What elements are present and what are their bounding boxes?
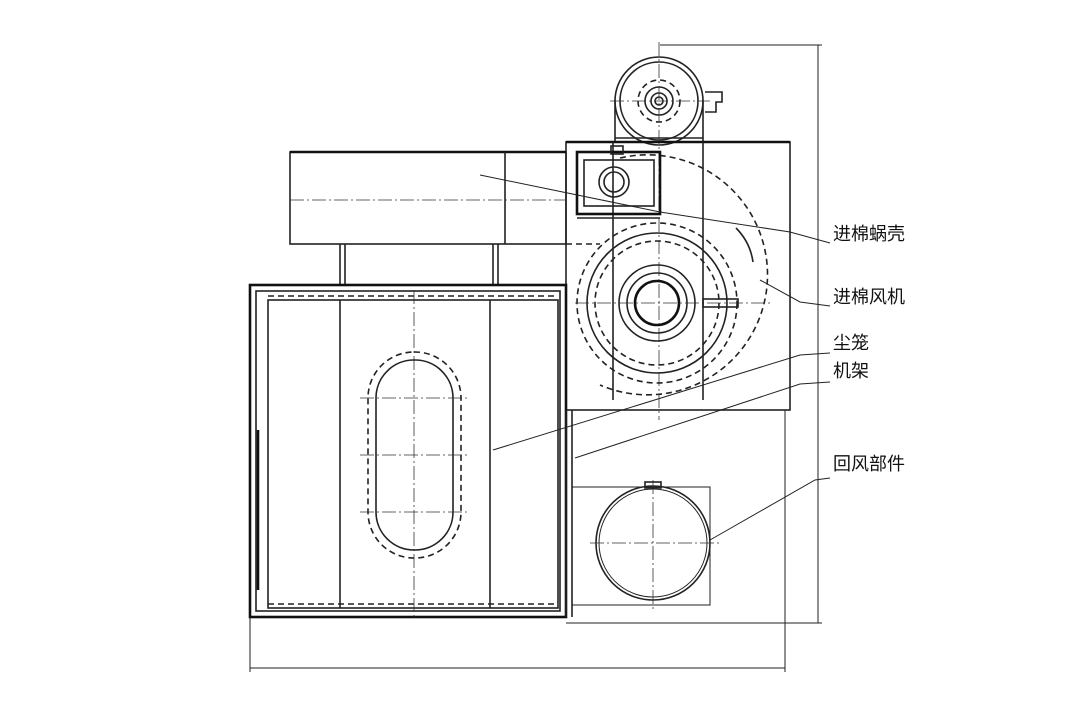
label-return-air-unit: 回风部件 (833, 454, 905, 475)
upper-duct-box (289, 150, 600, 285)
label-frame: 机架 (833, 361, 869, 382)
return-air-unit (571, 480, 720, 610)
inlet-fan-housing (565, 140, 791, 411)
label-dust-cage: 尘笼 (833, 333, 869, 354)
fan-motor (610, 42, 723, 420)
dimension-lines (249, 44, 822, 672)
label-inlet-fan: 进棉风机 (833, 287, 905, 308)
inlet-volute (575, 145, 662, 219)
dust-cage-frame (248, 283, 573, 620)
label-inlet-volute: 进棉蜗壳 (833, 224, 905, 245)
leader-lines (479, 174, 831, 541)
